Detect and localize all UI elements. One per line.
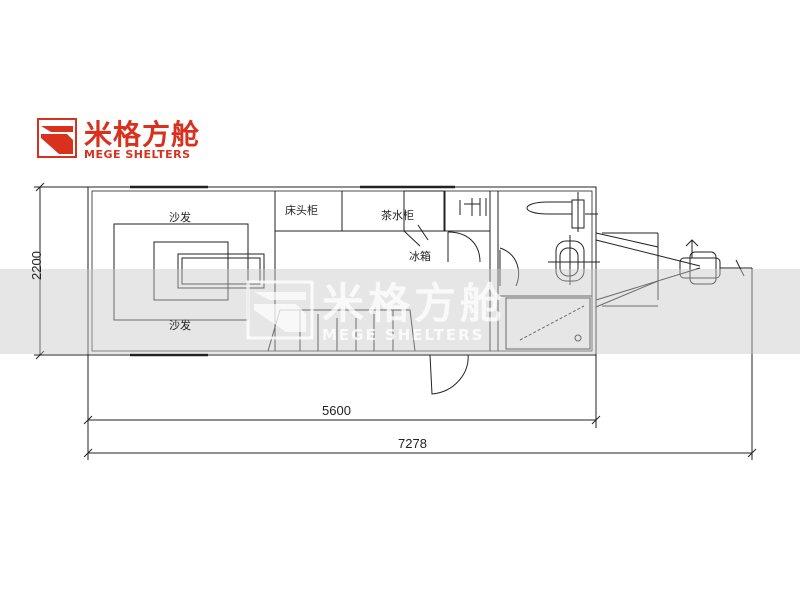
label-fridge: 冰箱 <box>409 250 431 263</box>
shower-area <box>505 297 591 350</box>
stairs <box>267 309 416 352</box>
watermark-name-en: MEGE SHELTERS <box>322 326 485 344</box>
label-sofa-bottom: 沙发 <box>169 319 191 332</box>
label-tea-cabinet: 茶水柜 <box>381 209 414 222</box>
trailer-hitch <box>595 232 752 308</box>
brand-name-en: MEGE SHELTERS <box>84 148 191 161</box>
watermark-name-cn: 米格方舱 <box>322 279 507 328</box>
dimension-total-length <box>83 268 757 460</box>
toilet <box>526 192 598 232</box>
mege-logo-icon <box>37 118 77 158</box>
watermark-logo-icon <box>246 280 314 340</box>
dimension-total-length-label: 7278 <box>398 436 427 451</box>
bed-outline <box>113 223 249 321</box>
door-swing-2 <box>499 247 520 287</box>
dimension-body-length-label: 5600 <box>322 403 351 418</box>
label-bedside-cabinet: 床头柜 <box>285 204 318 217</box>
brand-name-cn: 米格方舱 <box>84 118 201 151</box>
dimension-height <box>34 182 88 360</box>
door-swing-1 <box>447 231 481 263</box>
entry-door-swing <box>429 354 469 395</box>
fridge-box <box>403 190 445 232</box>
watermark-band <box>0 269 800 354</box>
trailer-outer-wall <box>87 186 597 356</box>
label-sofa-top: 沙发 <box>169 211 191 224</box>
dimension-body-length <box>83 355 601 428</box>
sink <box>548 235 600 285</box>
dimension-height-label: 2200 <box>28 251 44 280</box>
